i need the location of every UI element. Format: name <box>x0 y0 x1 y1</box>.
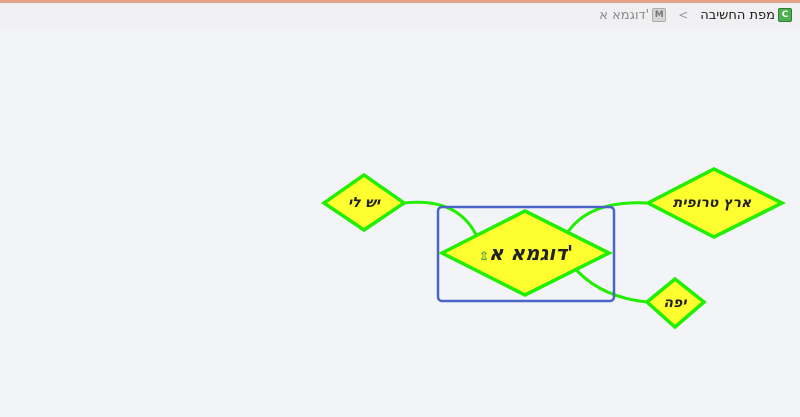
right-bottom-node-shape <box>644 276 707 330</box>
selection-frame <box>436 205 616 303</box>
breadcrumb-current[interactable]: M 'דוגמא א <box>599 7 667 23</box>
right-top-node-shape <box>644 167 786 239</box>
center-node-label: 'דוגמא א <box>488 241 574 265</box>
node-left-label: יש לי <box>347 195 381 211</box>
mindmap-drawing <box>320 167 786 330</box>
window-top-border <box>0 0 800 3</box>
breadcrumb-root-label: מפת החשיבה <box>700 7 775 23</box>
node-right-top-label: ארץ טרופית <box>672 195 752 211</box>
breadcrumb-separator: > <box>678 8 689 22</box>
node-right-top[interactable]: ארץ טרופית <box>673 195 751 211</box>
mindmap-icon: C <box>778 8 792 22</box>
node-right-bottom-label: יפה <box>663 295 687 311</box>
breadcrumb: C מפת החשיבה > M 'דוגמא א <box>0 3 800 27</box>
breadcrumb-current-label: 'דוגמא א <box>599 7 650 23</box>
connector-right-top <box>566 201 649 233</box>
arrow-up-icon: ⇫ <box>478 249 489 263</box>
center-node-shape <box>438 209 613 297</box>
connector-right-bottom <box>570 264 648 304</box>
map-icon: M <box>652 8 667 22</box>
connector-left <box>403 200 480 240</box>
node-right-bottom[interactable]: יפה <box>664 295 687 311</box>
breadcrumb-root[interactable]: C מפת החשיבה <box>700 8 792 23</box>
mindmap-canvas[interactable]: 'דוגמא א⇫ יש לי ארץ טרופית יפה <box>0 27 800 417</box>
left-node-shape <box>320 172 408 233</box>
node-left[interactable]: יש לי <box>348 195 380 211</box>
center-node[interactable]: 'דוגמא א⇫ <box>473 241 573 265</box>
